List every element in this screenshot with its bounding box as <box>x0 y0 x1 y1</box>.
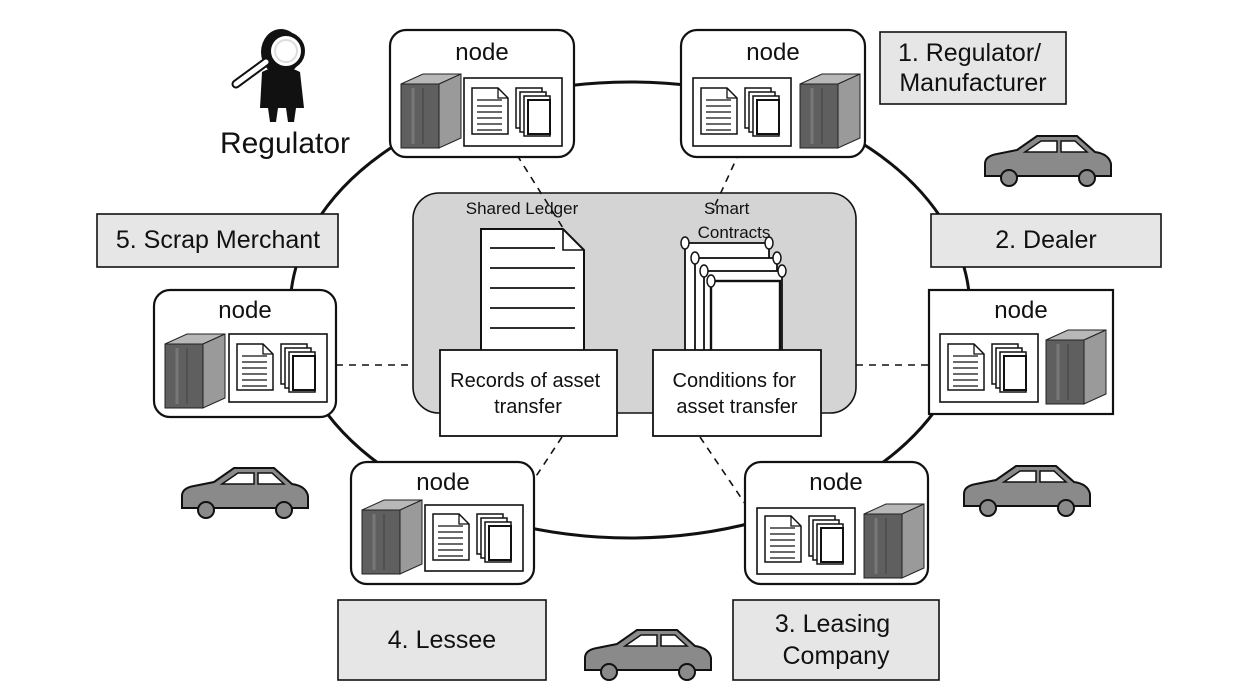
svg-text:5. Scrap Merchant: 5. Scrap Merchant <box>116 226 320 254</box>
node-label: node <box>994 297 1047 324</box>
node-top-right: node <box>679 28 867 159</box>
car-icon <box>963 465 1091 517</box>
server-icon <box>862 502 926 580</box>
server-icon <box>798 72 862 150</box>
svg-text:2. Dealer: 2. Dealer <box>995 226 1096 254</box>
role-scrap-merchant: 5. Scrap Merchant <box>96 213 339 268</box>
conditions-label: Conditions for asset transfer <box>673 370 802 418</box>
car-icon <box>584 629 712 681</box>
node-left: node <box>152 288 338 419</box>
node-label: node <box>746 39 799 66</box>
node-label: node <box>809 469 862 496</box>
node-label: node <box>455 39 508 66</box>
records-box <box>439 349 618 437</box>
node-top-left: node <box>388 28 576 159</box>
records-label: Records of asset transfer <box>450 370 606 418</box>
server-icon <box>1044 328 1108 406</box>
svg-text:4. Lessee: 4. Lessee <box>388 626 496 654</box>
role-lessee: 4. Lessee <box>337 599 547 681</box>
smart-contracts-label: Smart Contracts <box>698 199 771 242</box>
conditions-box <box>652 349 822 437</box>
smart-contract-scroll-icon <box>680 236 787 365</box>
svg-text:1. Regulator/ Manufactur: 1. Regulator/ Manufacturer <box>898 39 1048 97</box>
shared-ledger-label: Shared Ledger <box>466 199 579 218</box>
role-leasing-company: 3. Leasing Company <box>732 599 940 681</box>
node-bottom-left: node <box>349 460 536 586</box>
magnifier-person-icon <box>231 29 305 122</box>
node-right: node <box>927 288 1115 416</box>
car-icon <box>984 135 1112 187</box>
role-regulator-manufacturer: 1. Regulator/ Manufacturer <box>879 31 1067 105</box>
role-dealer: 2. Dealer <box>930 213 1162 268</box>
node-label: node <box>218 297 271 324</box>
regulator-label: Regulator <box>220 127 350 160</box>
server-icon <box>399 72 463 150</box>
server-icon <box>360 498 424 576</box>
svg-text:3. Leasing Company: 3. Leasing Company <box>775 610 897 670</box>
ledger-document-icon <box>480 228 585 353</box>
node-label: node <box>416 469 469 496</box>
server-icon <box>163 332 227 410</box>
car-icon <box>181 467 309 519</box>
node-bottom-right: node <box>743 460 930 586</box>
